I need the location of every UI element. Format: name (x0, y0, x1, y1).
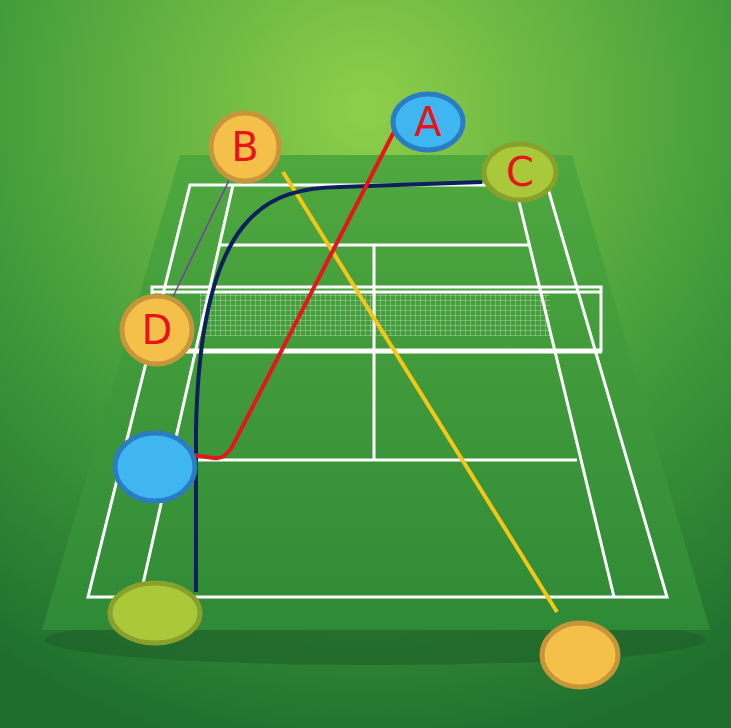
marker-ellipse (393, 94, 463, 150)
ball-path-yellow (283, 172, 557, 612)
marker-label: C (506, 152, 534, 192)
marker-ellipse (484, 144, 556, 200)
player-marker: D (119, 293, 195, 367)
link-line (173, 180, 229, 296)
player-marker-green (110, 583, 200, 643)
player-marker: C (481, 141, 559, 203)
player-marker-blue (115, 433, 195, 501)
court-surface (42, 155, 710, 630)
net-band (152, 291, 601, 294)
marker-ellipse (122, 296, 192, 364)
marker-label: D (142, 310, 173, 350)
player-marker: A (390, 91, 466, 153)
net-mesh (200, 292, 550, 336)
player-marker-orange (542, 623, 618, 687)
marker-label: B (231, 127, 258, 167)
player-marker: B (208, 110, 282, 184)
marker-label: A (414, 102, 441, 142)
marker-ellipse (211, 113, 279, 181)
court-lines (88, 185, 667, 597)
player-path-navy (196, 182, 482, 592)
